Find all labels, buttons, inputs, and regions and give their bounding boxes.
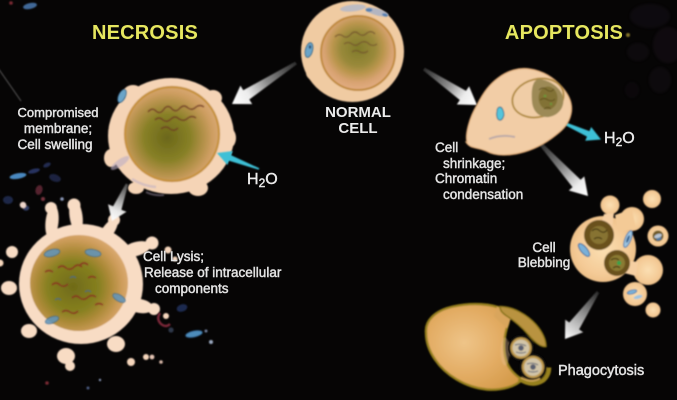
svg-text:NECROSIS: NECROSIS [92,22,198,44]
svg-text:Cell swelling: Cell swelling [17,137,92,152]
svg-text:Release of intracellular: Release of intracellular [144,265,282,280]
svg-text:Cell: Cell [435,140,458,155]
svg-text:condensation: condensation [443,187,523,202]
svg-text:H2O: H2O [247,171,278,190]
svg-text:membrane;: membrane; [24,121,92,136]
svg-text:APOPTOSIS: APOPTOSIS [505,22,623,44]
svg-text:Blebbing: Blebbing [518,255,571,270]
svg-text:NORMAL: NORMAL [325,104,391,121]
svg-text:Phagocytosis: Phagocytosis [558,363,644,379]
svg-text:Compromised: Compromised [18,105,99,120]
svg-text:Cell Lysis;: Cell Lysis; [143,249,204,264]
svg-text:Cell: Cell [532,240,555,255]
svg-text:Chromatin: Chromatin [435,171,497,186]
svg-text:H2O: H2O [604,130,635,149]
svg-text:shrinkage;: shrinkage; [443,156,505,171]
svg-text:components: components [155,281,229,296]
svg-text:CELL: CELL [338,120,377,137]
